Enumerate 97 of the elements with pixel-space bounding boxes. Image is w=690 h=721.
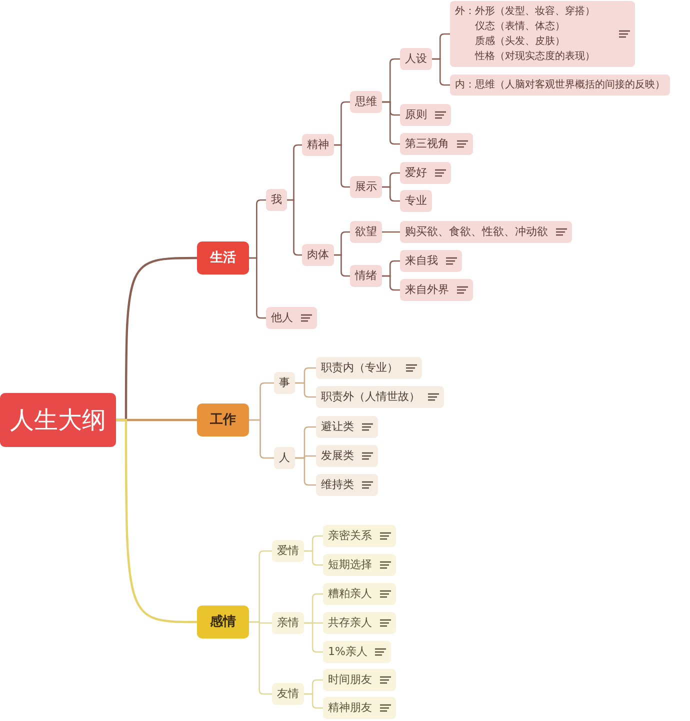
topic-label: 职责内（专业） xyxy=(321,361,398,375)
topic-label: 肉体 xyxy=(307,248,329,262)
subtopic-box xyxy=(274,447,295,469)
subtopic-box xyxy=(323,554,396,576)
connector-line xyxy=(382,275,400,291)
subtopic-box xyxy=(316,386,444,408)
topic-label: 1%亲人 xyxy=(328,645,368,659)
topic-label: 精神 xyxy=(307,138,329,152)
subtopic-box xyxy=(350,91,382,113)
topic-label: 来自我 xyxy=(405,254,438,268)
subtopic-box xyxy=(400,190,432,212)
topic-label: 来自外界 xyxy=(405,283,449,297)
topic-label: 维持类 xyxy=(321,478,354,492)
subtopic-box xyxy=(400,104,451,126)
connector-line xyxy=(382,186,400,202)
subtopic-box xyxy=(400,279,473,301)
topic-label: 工作 xyxy=(210,412,236,428)
subtopic-box xyxy=(400,250,462,272)
subtopic-box xyxy=(323,583,396,605)
subtopic-box xyxy=(272,540,304,562)
topic-label: 我 xyxy=(271,193,282,207)
connector-line xyxy=(382,231,400,233)
main-topic-box xyxy=(197,242,249,274)
subtopic-box xyxy=(323,641,392,663)
subtopic-box xyxy=(450,1,635,67)
topic-label: 原则 xyxy=(405,108,427,122)
topic-label: 欲望 xyxy=(355,225,377,239)
main-topic-box xyxy=(197,606,249,638)
topic-label: 亲密关系 xyxy=(328,529,372,543)
topic-label: 感情 xyxy=(210,614,236,630)
subtopic-box xyxy=(272,612,304,634)
main-topic-box xyxy=(197,404,249,436)
subtopic-box xyxy=(302,134,334,156)
topic-label: 事 xyxy=(279,376,290,390)
subtopic-box xyxy=(316,445,378,467)
subtopic-box xyxy=(323,697,396,719)
topic-label: 时间朋友 xyxy=(328,673,372,687)
topic-label: 他人 xyxy=(271,311,293,325)
subtopic-box xyxy=(323,669,396,691)
topic-label: 职责外（人情世故） xyxy=(321,390,420,404)
topic-label: 亲情 xyxy=(277,616,299,630)
topic-label: 性格（对现实态度的表现） xyxy=(475,50,595,64)
topic-label: 人 xyxy=(279,451,290,465)
connector-line xyxy=(249,419,274,459)
subtopic-box xyxy=(266,189,287,211)
subtopic-box xyxy=(450,74,670,96)
topic-label: 内：思维（人脑对客观世界概括的间接的反映） xyxy=(455,78,665,92)
subtopic-box xyxy=(316,474,378,496)
subtopic-box xyxy=(400,221,572,243)
central-topic-box xyxy=(0,393,116,447)
subtopic-box xyxy=(400,162,451,184)
topic-label: 人生大纲 xyxy=(10,405,106,436)
topic-label: 人设 xyxy=(405,52,427,66)
topic-label: 专业 xyxy=(405,194,427,208)
topic-label: 外形（发型、妆容、穿搭） xyxy=(475,4,595,19)
subtopic-box xyxy=(400,48,432,70)
topic-label: 爱情 xyxy=(277,544,299,558)
connector-line xyxy=(304,693,323,709)
subtopic-box xyxy=(316,357,422,379)
connector-line xyxy=(432,58,450,86)
connector-line xyxy=(334,254,350,277)
topic-label: 外： xyxy=(455,5,475,19)
subtopic-box xyxy=(400,133,473,155)
topic-label: 爱好 xyxy=(405,166,427,180)
connector-line xyxy=(116,418,197,624)
subtopic-box xyxy=(272,683,304,705)
subtopic-box xyxy=(323,612,396,634)
subtopic-box xyxy=(266,307,317,329)
connector-line xyxy=(287,199,302,256)
subtopic-box xyxy=(350,176,382,198)
connector-line xyxy=(249,257,266,319)
connector-line xyxy=(334,144,350,188)
connector-line xyxy=(304,550,323,566)
topic-label: 友情 xyxy=(277,687,299,701)
topic-label: 思维 xyxy=(355,95,377,109)
topic-label: 生活 xyxy=(210,250,236,266)
subtopic-box xyxy=(316,416,378,438)
topic-label: 购买欲、食欲、性欲、冲动欲 xyxy=(405,225,548,239)
subtopic-box xyxy=(323,525,396,547)
subtopic-box xyxy=(350,221,382,243)
topic-label: 精神朋友 xyxy=(328,701,372,715)
topic-label: 发展类 xyxy=(321,449,354,463)
topic-label: 情绪 xyxy=(355,269,377,283)
subtopic-box xyxy=(350,265,382,287)
subtopic-box xyxy=(302,244,334,266)
topic-label: 第三视角 xyxy=(405,137,449,151)
topic-label: 共存亲人 xyxy=(328,616,372,630)
topic-label: 短期选择 xyxy=(328,558,372,572)
topic-label: 质感（头发、皮肤） xyxy=(475,34,566,49)
connector-line xyxy=(382,101,400,145)
topic-label: 展示 xyxy=(355,180,377,194)
connector-line xyxy=(295,382,316,398)
topic-label: 避让类 xyxy=(321,420,354,434)
subtopic-box xyxy=(274,372,295,394)
connector-line xyxy=(304,622,323,653)
topic-label: 仪态（表情、体态） xyxy=(475,20,566,34)
topic-label: 糟粕亲人 xyxy=(328,587,372,601)
